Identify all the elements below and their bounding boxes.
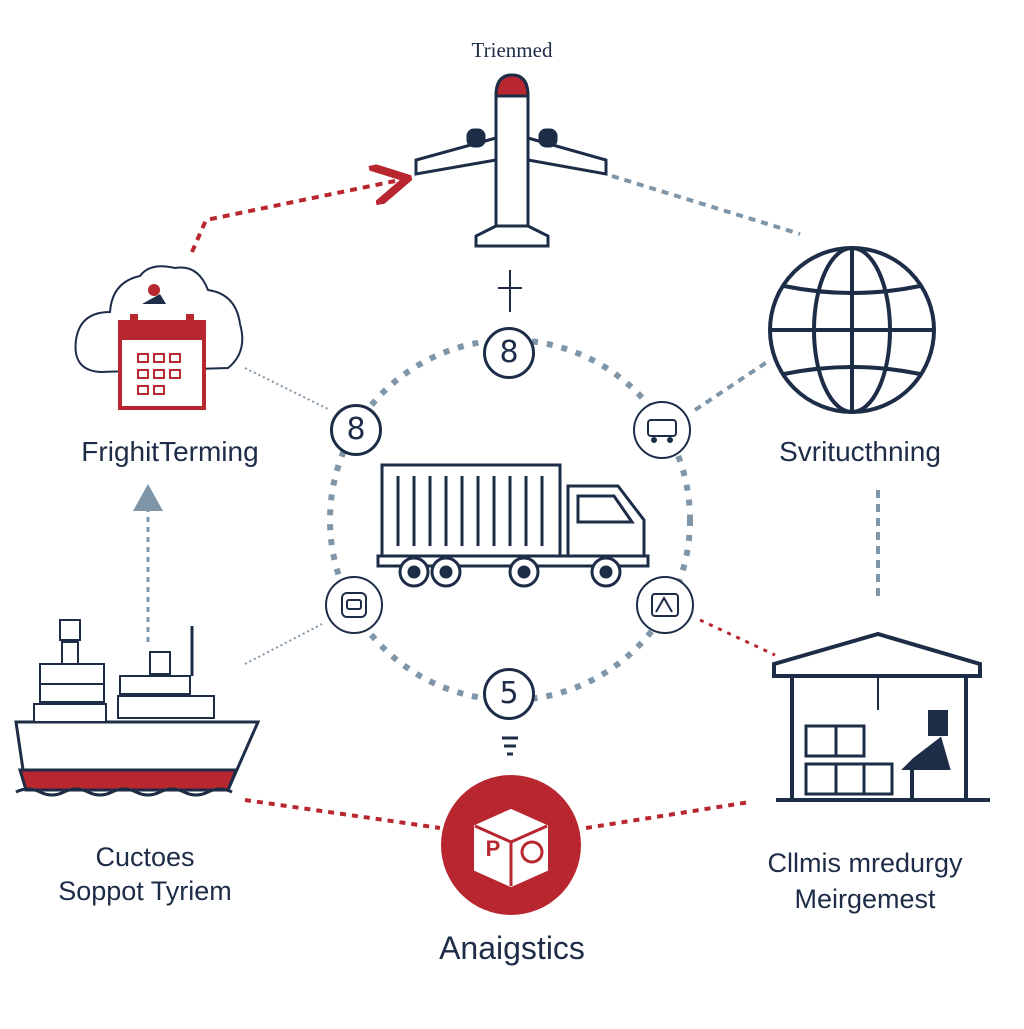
connector-analytics-to-warehouse bbox=[585, 800, 751, 830]
node-label-climis-line1: Cllmis mredurgy bbox=[767, 848, 963, 878]
step-number-top: 8 bbox=[483, 327, 535, 379]
ship-icon bbox=[14, 619, 261, 797]
connector-ring-to-warehouse bbox=[699, 618, 776, 657]
node-label-climis-line2: Meirgemest bbox=[794, 884, 936, 914]
node-label-top: Trienmed bbox=[471, 38, 553, 62]
connector-step-to-analytics bbox=[502, 736, 518, 756]
connectors bbox=[133, 174, 880, 830]
step-number-bottom: 5 bbox=[483, 668, 535, 720]
central-ring bbox=[327, 337, 693, 703]
connector-ship-to-analytics bbox=[244, 798, 441, 830]
truck-icon bbox=[376, 463, 650, 588]
box-icon bbox=[441, 775, 581, 915]
node-label-freight: FrighitTerming bbox=[81, 436, 259, 467]
connector-ship-to-ring bbox=[244, 623, 323, 665]
connector-ring-to-globe bbox=[693, 358, 772, 412]
node-label-customs: Cuctoes Soppot Tyriem bbox=[20, 840, 270, 908]
small-icon-top-right bbox=[633, 401, 691, 459]
airplane-icon bbox=[414, 73, 608, 248]
analytics-badge-letter: P bbox=[485, 836, 501, 861]
connector-calendar-to-ring bbox=[244, 367, 331, 411]
connector-plane-to-step bbox=[498, 270, 522, 312]
calendar-cloud-icon bbox=[74, 265, 244, 410]
warehouse-icon bbox=[772, 631, 990, 802]
node-label-climis: Cllmis mredurgy Meirgemest bbox=[740, 845, 990, 917]
connector-plane-to-globe bbox=[611, 174, 801, 236]
small-icon-right bbox=[636, 576, 694, 634]
node-label-analytics: Anaigstics bbox=[439, 930, 585, 966]
node-label-customs-line2: Soppot Tyriem bbox=[58, 876, 232, 906]
node-label-customs-line1: Cuctoes bbox=[95, 842, 195, 872]
node-label-switch: Svritucthning bbox=[779, 436, 941, 467]
step-number-left: 8 bbox=[330, 404, 382, 456]
small-icon-left bbox=[325, 576, 383, 634]
globe-icon bbox=[768, 246, 936, 414]
connector-freight-to-plane bbox=[190, 180, 400, 253]
